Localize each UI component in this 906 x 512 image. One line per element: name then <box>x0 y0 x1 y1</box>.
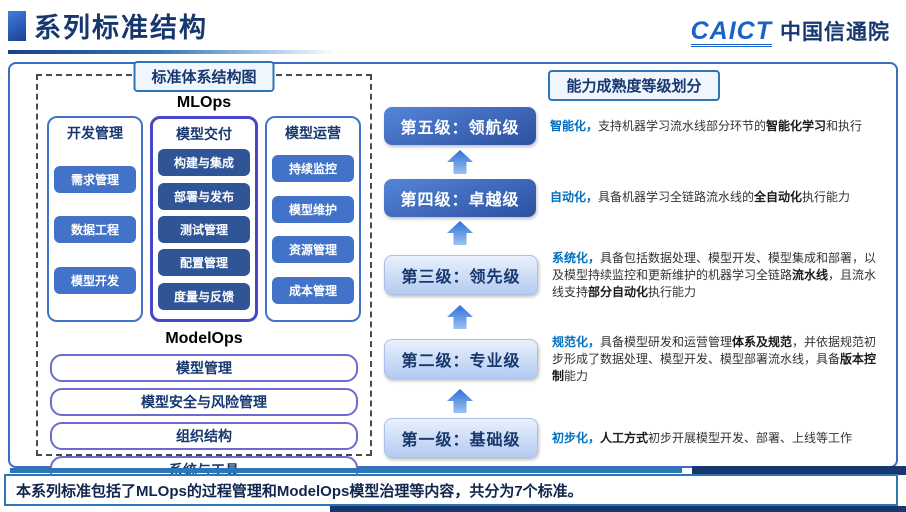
title-accent-block <box>8 10 26 41</box>
mlops-item: 部署与发布 <box>157 182 251 210</box>
footer-text: 本系列标准包括了MLOps的过程管理和ModelOps模型治理等内容，共分为7个… <box>16 482 583 500</box>
mlops-column: 模型交付 构建与集成部署与发布测试管理配置管理度量与反馈 <box>149 116 259 322</box>
level-description-segment: 系统化， <box>552 251 601 266</box>
level-description-segment: 执行能力 <box>802 190 851 205</box>
level-description-segment: ，并依据规范初步形成了数据处理、模型开发、模型部署流水线，具备 <box>552 334 877 366</box>
mlops-item: 数据工程 <box>54 216 136 243</box>
mlops-columns: 开发管理 需求管理数据工程模型开发 模型交付 构建与集成部署与发布测试管理配置管… <box>38 116 370 322</box>
mlops-label: MLOps <box>176 94 232 111</box>
mlops-item: 模型开发 <box>54 266 136 294</box>
modelops-bars: 模型管理模型安全与风险管理组织结构系统与工具 <box>38 350 370 484</box>
level-description: 初步化，人工方式初步开展模型开发、部署、上线等工作 <box>552 430 884 447</box>
level-description-segment: 体系及规范 <box>732 334 793 349</box>
level-description-segment: 智能化学习 <box>766 118 827 133</box>
standards-structure-panel: 标准体系结构图 MLOps 开发管理 需求管理数据工程模型开发 模型交付 构建与… <box>36 61 372 484</box>
level-description-segment: 规范化， <box>552 334 601 349</box>
modelops-label: ModelOps <box>165 330 243 347</box>
column-title: 模型运营 <box>285 125 341 141</box>
level-badge: 第四级：卓越级 <box>384 178 536 217</box>
column-items: 构建与集成部署与发布测试管理配置管理度量与反馈 <box>157 145 251 314</box>
footer-accent-navy-bar <box>692 466 906 475</box>
up-arrow-icon <box>447 149 884 174</box>
mlops-item: 需求管理 <box>54 165 136 193</box>
maturity-panel-badge: 能力成熟度等级划分 <box>548 70 720 101</box>
up-arrow-icon <box>447 389 884 414</box>
level-description: 智能化，支持机器学习流水线部分环节的智能化学习和执行 <box>550 118 884 135</box>
column-items: 持续监控模型维护资源管理成本管理 <box>271 144 355 315</box>
level-description-segment: 支持机器学习流水线部分环节的 <box>598 118 767 133</box>
mlops-column: 模型运营 持续监控模型维护资源管理成本管理 <box>265 116 361 322</box>
maturity-level-row: 第二级：专业级 规范化，具备模型研发和运营管理体系及规范，并依据规范初步形成了数… <box>384 334 884 384</box>
content-frame: 标准体系结构图 MLOps 开发管理 需求管理数据工程模型开发 模型交付 构建与… <box>8 61 898 484</box>
mlops-column: 开发管理 需求管理数据工程模型开发 <box>47 116 143 322</box>
mlops-item: 配置管理 <box>157 249 251 277</box>
level-description-segment: 智能化， <box>550 118 599 133</box>
footer: 本系列标准包括了MLOps的过程管理和ModelOps模型治理等内容，共分为7个… <box>4 474 898 506</box>
maturity-level-row: 第四级：卓越级 自动化，具备机器学习全链路流水线的全自动化执行能力 <box>384 178 884 217</box>
level-description-segment: 具备模型研发和运营管理 <box>600 334 733 349</box>
column-items: 需求管理数据工程模型开发 <box>53 144 137 315</box>
level-badge: 第五级：领航级 <box>384 107 536 145</box>
level-badge: 第三级：领先级 <box>384 255 538 296</box>
up-arrow-icon <box>447 221 884 246</box>
level-description-segment: 和执行 <box>826 118 863 133</box>
title-underline <box>8 50 338 54</box>
mlops-item: 资源管理 <box>272 236 354 264</box>
level-description-segment: 具备包括数据处理、模型开发、模型集成和部署，以及模型持续监控和更新维护的机器学习… <box>552 251 877 282</box>
column-title: 模型交付 <box>175 126 232 142</box>
caict-logo: CAICT 中国信通院 <box>690 16 890 47</box>
mlops-item: 持续监控 <box>272 155 354 183</box>
modelops-bar: 组织结构 <box>50 422 358 450</box>
level-description-segment: 人工方式 <box>600 430 649 445</box>
level-description: 自动化，具备机器学习全链路流水线的全自动化执行能力 <box>550 189 884 206</box>
header: 系列标准结构 CAICT 中国信通院 <box>0 0 906 60</box>
bottom-edge-strip <box>330 506 906 512</box>
level-description-segment: ，且流水线支持 <box>552 267 877 299</box>
modelops-bar: 模型管理 <box>50 354 358 382</box>
modelops-bar: 模型安全与风险管理 <box>50 388 358 416</box>
level-description: 系统化，具备包括数据处理、模型开发、模型集成和部署，以及模型持续监控和更新维护的… <box>552 250 884 300</box>
caict-wordmark: CAICT <box>690 17 772 47</box>
level-description-segment: 流水线 <box>792 267 829 282</box>
mlops-item: 模型维护 <box>272 195 354 223</box>
level-description-segment: 部分自动化 <box>588 284 649 299</box>
level-badge: 第二级：专业级 <box>384 339 538 380</box>
mlops-item: 成本管理 <box>272 276 354 304</box>
level-description: 规范化，具备模型研发和运营管理体系及规范，并依据规范初步形成了数据处理、模型开发… <box>552 334 884 384</box>
level-description-segment: 全自动化 <box>754 190 803 205</box>
column-title: 开发管理 <box>66 125 123 141</box>
up-arrow-icon <box>447 305 884 330</box>
maturity-level-row: 第五级：领航级 智能化，支持机器学习流水线部分环节的智能化学习和执行 <box>384 107 884 145</box>
maturity-level-row: 第一级：基础级 初步化，人工方式初步开展模型开发、部署、上线等工作 <box>384 417 884 458</box>
mlops-item: 构建与集成 <box>157 149 251 177</box>
maturity-panel: 能力成熟度等级划分 第五级：领航级 智能化，支持机器学习流水线部分环节的智能化学… <box>384 70 884 458</box>
level-description-segment: 初步开展模型开发、部署、上线等工作 <box>648 430 853 445</box>
maturity-level-row: 第三级：领先级 系统化，具备包括数据处理、模型开发、模型集成和部署，以及模型持续… <box>384 250 884 300</box>
header-title-group: 系列标准结构 <box>8 6 338 54</box>
level-description-segment: 初步化， <box>552 430 601 445</box>
page-title: 系列标准结构 <box>34 13 208 43</box>
maturity-levels: 第五级：领航级 智能化，支持机器学习流水线部分环节的智能化学习和执行 第四级：卓… <box>384 107 884 458</box>
caict-org-name: 中国信通院 <box>780 21 890 44</box>
level-description-segment: 能力 <box>564 368 589 383</box>
level-description-segment: 版本控制 <box>552 351 877 383</box>
level-description-segment: 具备机器学习全链路流水线的 <box>598 190 755 205</box>
level-description-segment: 自动化， <box>550 190 599 205</box>
standards-panel-badge: 标准体系结构图 <box>133 61 275 92</box>
level-description-segment: 执行能力 <box>648 284 697 299</box>
footer-accent-blue-bar <box>10 468 682 473</box>
level-badge: 第一级：基础级 <box>384 417 538 458</box>
mlops-item: 测试管理 <box>157 215 251 243</box>
mlops-item: 度量与反馈 <box>157 282 251 310</box>
